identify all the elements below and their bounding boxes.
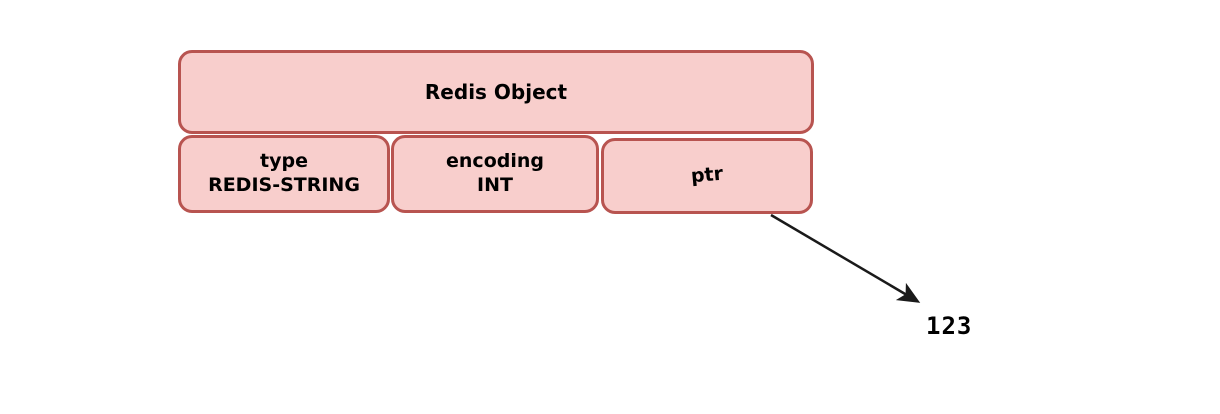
encoding-field-value: INT xyxy=(477,174,513,196)
type-field-box: type REDIS-STRING xyxy=(178,135,390,213)
redis-object-box: Redis Object xyxy=(178,50,814,134)
redis-object-label: Redis Object xyxy=(424,79,568,104)
ptr-field-label: ptr xyxy=(689,162,724,188)
ptr-field-box: ptr xyxy=(601,138,813,214)
encoding-field-label: encoding xyxy=(446,150,544,173)
encoding-field-box: encoding INT xyxy=(391,135,599,213)
type-field-label: type xyxy=(260,150,308,173)
type-field-value: REDIS-STRING xyxy=(208,174,360,196)
pointer-value-label: 123 xyxy=(926,312,973,340)
